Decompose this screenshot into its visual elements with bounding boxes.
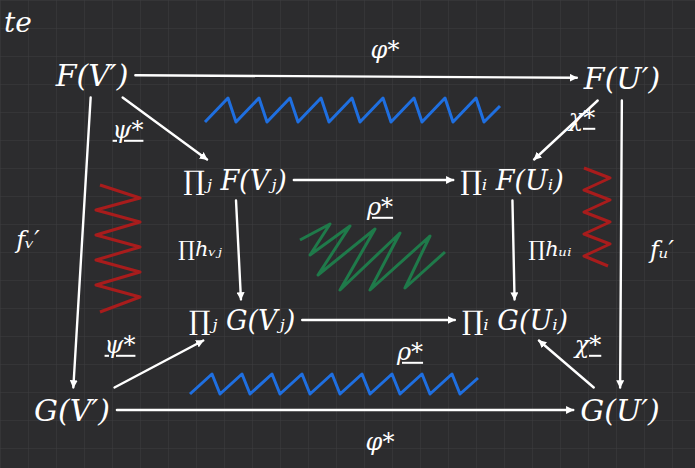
object-label: ∏ⱼ G(Vⱼ) bbox=[189, 305, 295, 336]
arrow-label: χ* bbox=[575, 332, 602, 358]
math-object: F(U′) bbox=[580, 59, 664, 98]
arrow-label: ρ* bbox=[367, 194, 393, 220]
morphism-arrow bbox=[73, 98, 90, 388]
morphism-arrow bbox=[117, 409, 573, 411]
arrow-label: ψ* bbox=[105, 332, 136, 358]
red-scribble bbox=[96, 185, 140, 312]
morphism-arrow bbox=[135, 75, 576, 77]
object-label: ∏ⱼ F(Vⱼ) bbox=[183, 165, 287, 196]
arrow-label: fᵤ′ bbox=[650, 237, 674, 263]
arrow-label: ψ* bbox=[113, 117, 144, 143]
math-object: ∏ⱼ G(Vⱼ) bbox=[185, 303, 299, 338]
arrow-label: ρ* bbox=[397, 339, 423, 365]
arrow-label: ∏hᵤᵢ bbox=[529, 238, 572, 261]
math-object: F(V′) bbox=[52, 56, 133, 95]
math-object: ∏ᵢ F(Uᵢ) bbox=[456, 163, 568, 198]
math-object: G(V′) bbox=[30, 391, 114, 430]
morphism-arrow bbox=[534, 101, 598, 160]
object-label: F(V′) bbox=[56, 58, 129, 93]
morphism-arrow bbox=[236, 201, 241, 300]
morphism-arrow bbox=[294, 179, 453, 181]
math-object: G(U′) bbox=[576, 391, 663, 430]
blue-scribble bbox=[205, 98, 500, 122]
green-scribble bbox=[300, 224, 445, 290]
arrow-label: φ* bbox=[366, 429, 395, 455]
object-label: G(U′) bbox=[580, 393, 659, 428]
margin-note: te bbox=[4, 6, 32, 39]
object-label: G(V′) bbox=[34, 393, 110, 428]
arrow-label: φ* bbox=[371, 37, 400, 63]
morphism-arrow bbox=[512, 201, 514, 300]
object-label: ∏ᵢ F(Uᵢ) bbox=[460, 165, 564, 196]
blue-scribble bbox=[190, 374, 478, 394]
object-label: F(U′) bbox=[584, 61, 660, 96]
arrow-label: fᵥ′ bbox=[16, 227, 39, 253]
math-object: ∏ⱼ F(Vⱼ) bbox=[179, 163, 291, 198]
morphism-arrow bbox=[620, 101, 622, 388]
math-object: ∏ᵢ G(Uᵢ) bbox=[458, 303, 572, 338]
arrow-label: χ* bbox=[569, 105, 596, 131]
morphism-arrow bbox=[302, 319, 455, 321]
object-label: ∏ᵢ G(Uᵢ) bbox=[462, 305, 568, 336]
red-scribble bbox=[584, 168, 610, 266]
arrow-label: ∏hᵥⱼ bbox=[178, 238, 222, 261]
